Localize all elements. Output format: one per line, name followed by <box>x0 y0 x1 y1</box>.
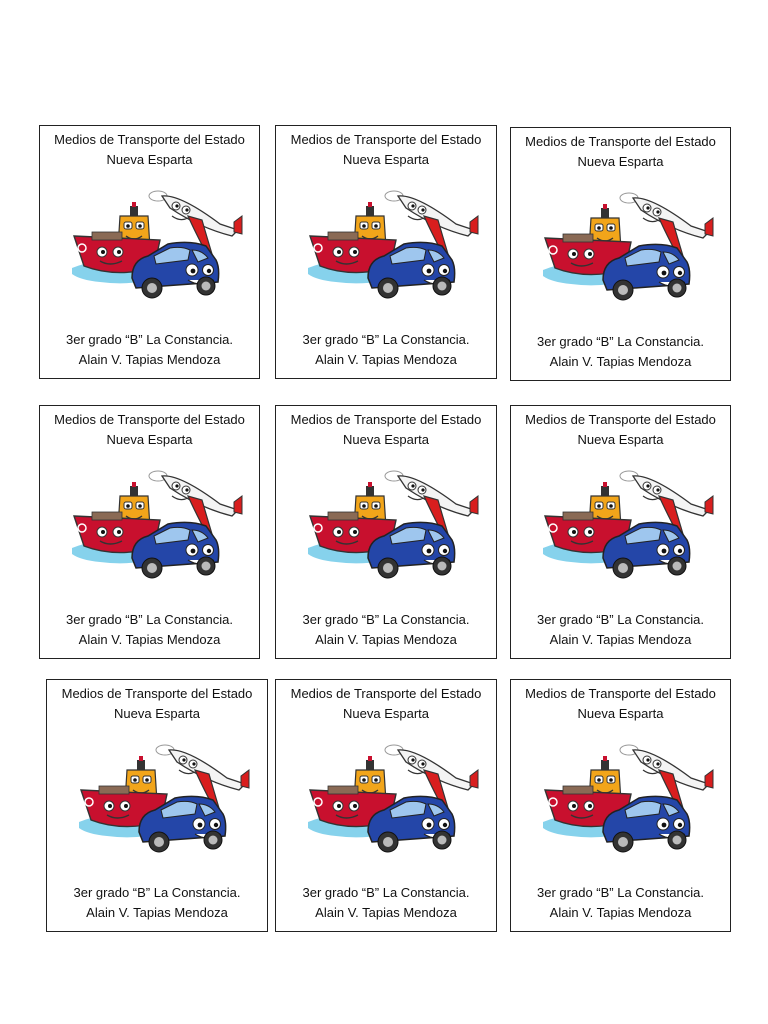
title-line-1: Medios de Transporte del Estado <box>54 412 245 427</box>
label-card: Medios de Transporte del Estado Nueva Es… <box>510 127 731 381</box>
title-line-1: Medios de Transporte del Estado <box>290 686 482 701</box>
author-line: Alain V. Tapias Mendoza <box>315 632 457 647</box>
car-icon <box>602 795 691 853</box>
card-title: Medios de Transporte del Estado Nueva Es… <box>511 410 730 450</box>
title-line-2: Nueva Esparta <box>577 432 664 447</box>
title-line-2: Nueva Esparta <box>114 706 200 721</box>
class-line: 3er grado “B” La Constancia. <box>66 612 233 627</box>
title-line-2: Nueva Esparta <box>343 706 429 721</box>
card-footer: 3er grado “B” La Constancia. Alain V. Ta… <box>276 610 496 650</box>
author-line: Alain V. Tapias Mendoza <box>315 905 457 920</box>
transport-illustration-icon <box>543 744 714 853</box>
card-title: Medios de Transporte del Estado Nueva Es… <box>276 684 496 724</box>
card-title: Medios de Transporte del Estado Nueva Es… <box>276 130 496 170</box>
transport-illustration-icon <box>72 470 243 579</box>
car-icon <box>602 521 691 579</box>
car-icon <box>367 795 456 853</box>
card-title: Medios de Transporte del Estado Nueva Es… <box>47 684 267 724</box>
card-footer: 3er grado “B” La Constancia. Alain V. Ta… <box>276 330 496 370</box>
transport-illustration-icon <box>543 470 714 579</box>
author-line: Alain V. Tapias Mendoza <box>78 632 221 647</box>
car-icon <box>138 795 227 853</box>
author-line: Alain V. Tapias Mendoza <box>549 632 692 647</box>
card-footer: 3er grado “B” La Constancia. Alain V. Ta… <box>47 883 267 923</box>
airplane-icon <box>619 470 714 543</box>
card-title: Medios de Transporte del Estado Nueva Es… <box>511 684 730 724</box>
card-footer: 3er grado “B” La Constancia. Alain V. Ta… <box>40 330 259 370</box>
airplane-icon <box>384 190 479 263</box>
label-card: Medios de Transporte del Estado Nueva Es… <box>510 679 731 932</box>
label-card: Medios de Transporte del Estado Nueva Es… <box>39 125 260 379</box>
label-card: Medios de Transporte del Estado Nueva Es… <box>275 679 497 932</box>
label-card: Medios de Transporte del Estado Nueva Es… <box>275 125 497 379</box>
title-line-1: Medios de Transporte del Estado <box>54 132 245 147</box>
car-icon <box>602 243 691 301</box>
card-title: Medios de Transporte del Estado Nueva Es… <box>511 132 730 172</box>
title-line-2: Nueva Esparta <box>106 432 193 447</box>
author-line: Alain V. Tapias Mendoza <box>78 352 221 367</box>
title-line-1: Medios de Transporte del Estado <box>61 686 253 701</box>
car-icon <box>131 241 220 299</box>
title-line-1: Medios de Transporte del Estado <box>525 412 716 427</box>
class-line: 3er grado “B” La Constancia. <box>302 885 470 900</box>
car-icon <box>367 241 456 299</box>
author-line: Alain V. Tapias Mendoza <box>549 354 692 369</box>
transport-illustration-icon <box>308 470 479 579</box>
class-line: 3er grado “B” La Constancia. <box>73 885 241 900</box>
title-line-2: Nueva Esparta <box>577 706 664 721</box>
label-card: Medios de Transporte del Estado Nueva Es… <box>46 679 268 932</box>
label-card: Medios de Transporte del Estado Nueva Es… <box>510 405 731 659</box>
card-title: Medios de Transporte del Estado Nueva Es… <box>40 410 259 450</box>
title-line-2: Nueva Esparta <box>106 152 193 167</box>
transport-illustration-icon <box>543 192 714 301</box>
airplane-icon <box>384 744 479 817</box>
class-line: 3er grado “B” La Constancia. <box>66 332 233 347</box>
author-line: Alain V. Tapias Mendoza <box>549 905 692 920</box>
ship-icon <box>544 204 632 276</box>
transport-illustration-icon <box>72 190 243 299</box>
title-line-2: Nueva Esparta <box>343 432 429 447</box>
class-line: 3er grado “B” La Constancia. <box>537 885 704 900</box>
author-line: Alain V. Tapias Mendoza <box>315 352 457 367</box>
car-icon <box>131 521 220 579</box>
title-line-1: Medios de Transporte del Estado <box>525 134 716 149</box>
title-line-1: Medios de Transporte del Estado <box>290 412 482 427</box>
card-footer: 3er grado “B” La Constancia. Alain V. Ta… <box>511 332 730 372</box>
card-footer: 3er grado “B” La Constancia. Alain V. Ta… <box>40 610 259 650</box>
title-line-1: Medios de Transporte del Estado <box>525 686 716 701</box>
transport-illustration-icon <box>308 744 479 853</box>
label-card: Medios de Transporte del Estado Nueva Es… <box>39 405 260 659</box>
title-line-2: Nueva Esparta <box>577 154 664 169</box>
author-line: Alain V. Tapias Mendoza <box>86 905 228 920</box>
class-line: 3er grado “B” La Constancia. <box>537 334 704 349</box>
card-footer: 3er grado “B” La Constancia. Alain V. Ta… <box>511 610 730 650</box>
class-line: 3er grado “B” La Constancia. <box>537 612 704 627</box>
card-title: Medios de Transporte del Estado Nueva Es… <box>276 410 496 450</box>
airplane-icon <box>619 192 714 265</box>
label-card: Medios de Transporte del Estado Nueva Es… <box>275 405 497 659</box>
card-footer: 3er grado “B” La Constancia. Alain V. Ta… <box>511 883 730 923</box>
card-footer: 3er grado “B” La Constancia. Alain V. Ta… <box>276 883 496 923</box>
transport-illustration-icon <box>308 190 479 299</box>
title-line-1: Medios de Transporte del Estado <box>290 132 482 147</box>
class-line: 3er grado “B” La Constancia. <box>302 332 470 347</box>
title-line-2: Nueva Esparta <box>343 152 429 167</box>
airplane-icon <box>384 470 479 543</box>
class-line: 3er grado “B” La Constancia. <box>302 612 470 627</box>
transport-illustration-icon <box>79 744 250 853</box>
car-icon <box>367 521 456 579</box>
card-title: Medios de Transporte del Estado Nueva Es… <box>40 130 259 170</box>
